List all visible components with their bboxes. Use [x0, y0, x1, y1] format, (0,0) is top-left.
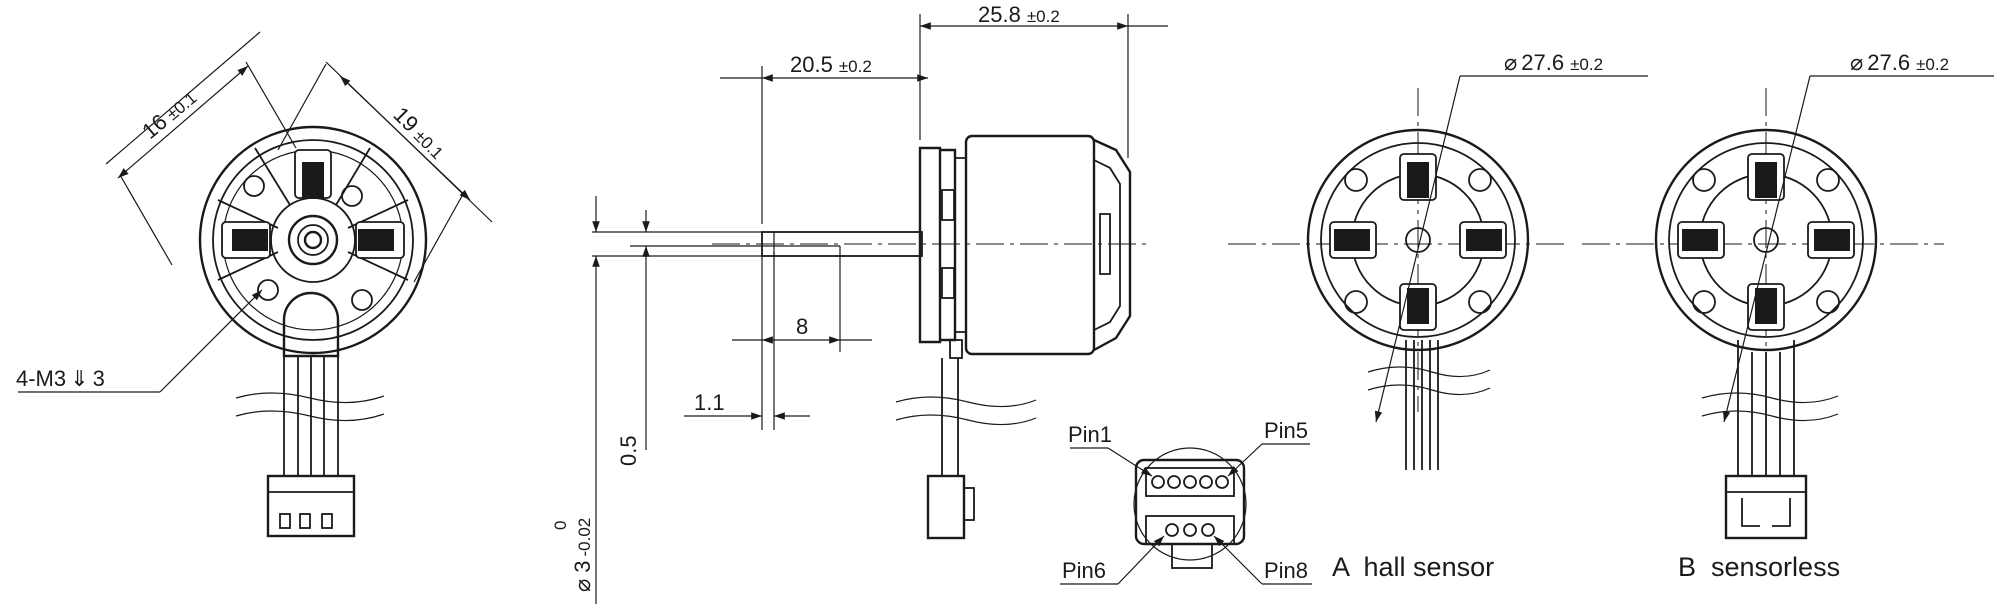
- svg-text:0: 0: [551, 521, 570, 530]
- dim-19-label: 19±0.1: [388, 102, 450, 164]
- rear-b-dia-label: ⌀27.6±0.2: [1850, 50, 1949, 75]
- dim-16-lines: [105, 31, 297, 266]
- rear-a-magnets: [1329, 153, 1507, 331]
- side-can: [964, 134, 1132, 356]
- rear-a-wires: [1367, 340, 1491, 470]
- front-outer-ring: [198, 125, 428, 355]
- front-view: 16±0.1 19±0.1: [16, 31, 493, 538]
- dim-20-5-label: 20.5±0.2: [790, 52, 872, 77]
- side-endbell: [918, 146, 967, 344]
- rear-a-dia-label: ⌀27.6±0.2: [1504, 50, 1603, 75]
- rear-b-caption: B sensorless: [1678, 552, 1840, 582]
- front-magnets: [221, 149, 405, 259]
- pin6-label: Pin6: [1062, 558, 1106, 583]
- rear-b-pockets: [1692, 168, 1840, 314]
- dim-1-1-label: 1.1: [694, 390, 725, 415]
- rear-b-magnets: [1677, 153, 1855, 331]
- svg-text:⌀3-0.02: ⌀3-0.02: [570, 518, 595, 592]
- connector-detail: Pin1 Pin5 Pin6 Pin8: [1060, 418, 1312, 585]
- front-mount-holes: [243, 175, 373, 311]
- dim-25-8-label: 25.8±0.2: [978, 2, 1060, 27]
- rear-a-pockets: [1344, 168, 1492, 314]
- side-view: 25.8±0.2 20.5±0.2: [551, 2, 1168, 604]
- thread-callout: 4-M3⇓3: [16, 289, 263, 393]
- rear-view-b: ⌀27.6±0.2 B sensorless: [1582, 50, 1994, 582]
- rear-b-wires: [1701, 340, 1839, 540]
- rear-view-a: ⌀27.6±0.2 A hall sensor: [1228, 50, 1648, 582]
- pin1-label: Pin1: [1068, 422, 1112, 447]
- dim-0-5-label: 0.5: [616, 435, 641, 466]
- front-wire-exit: [235, 291, 385, 538]
- svg-text:4-M3⇓3: 4-M3⇓3: [16, 366, 105, 391]
- dim-8-label: 8: [796, 314, 808, 339]
- pin5-label: Pin5: [1264, 418, 1308, 443]
- rear-a-caption: A hall sensor: [1332, 552, 1494, 582]
- thread-depth-label: 3: [93, 366, 105, 391]
- shaft-dia-label: ⌀3-0.02 0: [551, 518, 595, 592]
- pin8-label: Pin8: [1264, 558, 1308, 583]
- side-wire: [895, 339, 1037, 540]
- thread-callout-label: 4-M3: [16, 366, 66, 391]
